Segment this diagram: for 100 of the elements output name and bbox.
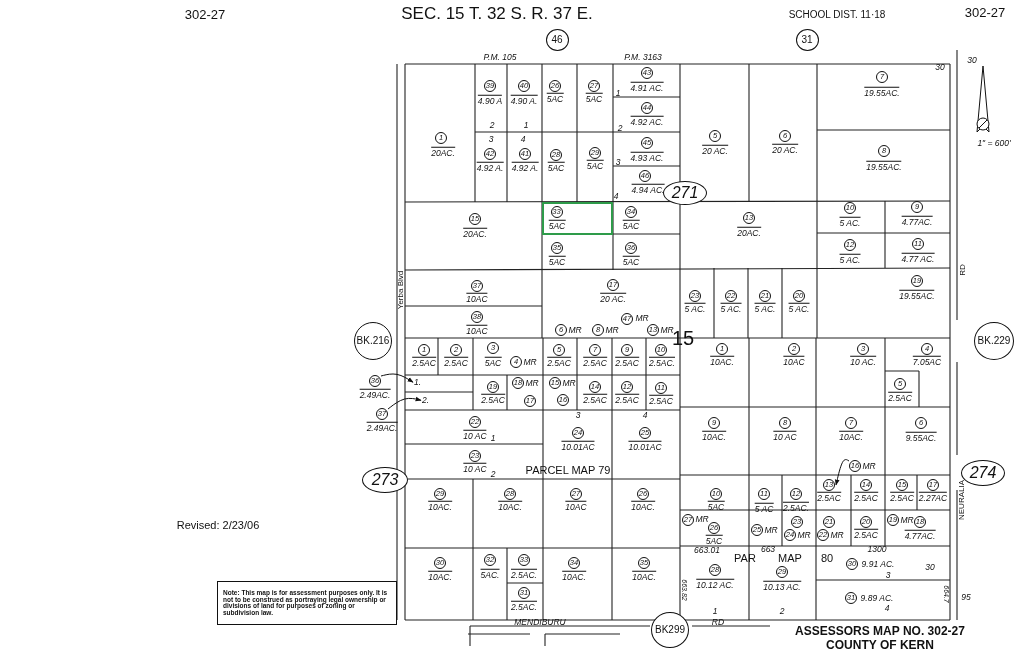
lot-number: 1.: [414, 378, 422, 387]
street-name: Yerba Blvd: [397, 270, 405, 310]
map-text: 1: [712, 606, 718, 616]
map-text: 2: [489, 120, 495, 130]
acreage-text: 5AC: [622, 255, 640, 267]
acreage-text: 2.5AC: [649, 394, 673, 406]
parcel-note-text: MR: [525, 378, 539, 388]
acreage-text: 4.94 AC.: [631, 183, 665, 195]
parcel-note-text: MR: [660, 325, 674, 335]
map-text: 2: [490, 469, 496, 479]
map-text: 80: [820, 552, 834, 564]
acreage-text: 10 AC: [463, 429, 487, 441]
map-title-text: ASSESSORS MAP NO. 302-27: [795, 625, 965, 637]
acreage-text: 9.55AC.: [905, 431, 937, 443]
acreage-text: 10 AC: [773, 430, 797, 442]
acreage-text: 2.5AC: [481, 393, 505, 405]
acreage-text: 4.90 A.: [510, 94, 538, 106]
map-text: P.M. 3163: [624, 52, 662, 62]
acreage-text: 5AC: [585, 92, 603, 104]
acreage-text: 2.5AC.: [511, 568, 537, 580]
acreage-text: 19.55AC.: [866, 160, 902, 172]
acreage-text: 20AC.: [463, 227, 487, 239]
acreage-text: 10AC.: [562, 570, 586, 582]
acreage-text: 10 AC.: [850, 355, 876, 367]
acreage-text: 10.01AC: [561, 440, 595, 452]
map-text: 2: [617, 123, 623, 133]
parcel-note-text: MR: [797, 530, 811, 540]
map-text: MENDIBURU: [514, 617, 566, 627]
acreage-text: 4.90 A: [477, 94, 503, 106]
acreage-text: 4.77AC.: [901, 215, 933, 227]
acreage-text: 4.92 A.: [511, 161, 539, 173]
acreage-text: 20AC.: [737, 226, 761, 238]
map-text: 663.01: [694, 545, 720, 555]
acreage-text: 19.55AC.: [864, 86, 900, 98]
acreage-text: 2.5AC: [854, 491, 878, 503]
acreage-text: 5AC: [547, 161, 565, 173]
acreage-text: 2.5AC: [583, 356, 607, 368]
acreage-text: 5AC: [705, 534, 723, 546]
parcel-note-text: MR: [695, 514, 709, 524]
map-text: 30: [925, 562, 935, 572]
acreage-text: 5AC: [548, 255, 566, 267]
acreage-text: 2.5AC: [888, 391, 912, 403]
acreage-text: 4.93 AC.: [630, 151, 664, 163]
acreage-text: 2.5AC: [615, 393, 639, 405]
book-page-circle: 46: [545, 29, 569, 51]
acreage-text: 10.01AC: [628, 440, 662, 452]
acreage-text: 10.13 AC.: [763, 580, 801, 592]
parcel-note-text: MR: [830, 530, 844, 540]
acreage-text: 2.5AC: [583, 393, 607, 405]
acreage-text: 2.5AC: [854, 528, 878, 540]
street-name: RD: [959, 264, 967, 276]
acreage-text: 5AC: [546, 92, 564, 104]
highlighted-parcel: [542, 202, 613, 235]
acreage-text: 2.49AC.: [366, 421, 398, 433]
map-text: 663: [760, 544, 776, 554]
acreage-text: 5 AC.: [788, 302, 810, 314]
map-text: PARCEL MAP 79: [525, 464, 611, 476]
acreage-text: 5AC: [484, 356, 502, 368]
acreage-text: 2.5AC: [444, 356, 468, 368]
acreage-text: 10AC.: [498, 500, 522, 512]
map-number-text: 302-27: [964, 5, 1006, 19]
book-page-circle: BK.216: [354, 322, 392, 360]
acreage-text: 20 AC.: [702, 144, 728, 156]
acreage-text: 10AC.: [631, 500, 655, 512]
page-number-ellipse: 271: [663, 181, 707, 205]
map-number-text: 302-27: [184, 7, 226, 21]
acreage-text: 4.91 AC.: [630, 81, 664, 93]
acreage-text: 10AC.: [632, 570, 656, 582]
map-heading: SEC. 15 T. 32 S. R. 37 E.: [401, 4, 593, 24]
acreage-text: 5AC: [622, 219, 640, 231]
lot-number: 2.: [422, 396, 430, 405]
acreage-text: 2.5AC.: [511, 600, 537, 612]
acreage-text: 10AC: [783, 355, 805, 367]
acreage-text: 10AC.: [710, 355, 734, 367]
acreage-text: 10 AC: [463, 462, 487, 474]
parcel-note-text: MR: [523, 357, 537, 367]
acreage-text: 2.5AC: [412, 356, 436, 368]
parcel-note-text: MR: [635, 313, 649, 323]
acreage-text: 5AC: [707, 500, 725, 512]
parcel-note-text: MR: [764, 525, 778, 535]
parcel-note-text: MR: [562, 378, 576, 388]
map-text: PAR: [734, 552, 756, 564]
map-text: 1: [615, 88, 621, 98]
acreage-text: 5AC: [548, 219, 566, 231]
acreage-text: 20 AC.: [600, 292, 626, 304]
leader-arrow: [387, 396, 422, 410]
parcel-note-text: MR: [605, 325, 619, 335]
acreage-text: 20 AC.: [772, 143, 798, 155]
parcel-note-text: 9.91 AC.: [861, 559, 895, 569]
book-page-circle: BK.229: [974, 322, 1014, 360]
school-district-text: SCHOOL DIST. 11·18: [788, 10, 886, 20]
acreage-text: 10AC.: [702, 430, 726, 442]
map-text: 30: [935, 62, 945, 72]
acreage-text: 20AC.: [431, 146, 455, 158]
acreage-text: 5AC.: [480, 568, 500, 580]
book-page-circle: 31: [795, 29, 819, 51]
acreage-text: 10AC.: [839, 430, 863, 442]
acreage-text: 4.77 AC.: [901, 252, 935, 264]
acreage-text: 5 AC.: [839, 216, 861, 228]
map-text: 1" = 600': [977, 138, 1011, 148]
